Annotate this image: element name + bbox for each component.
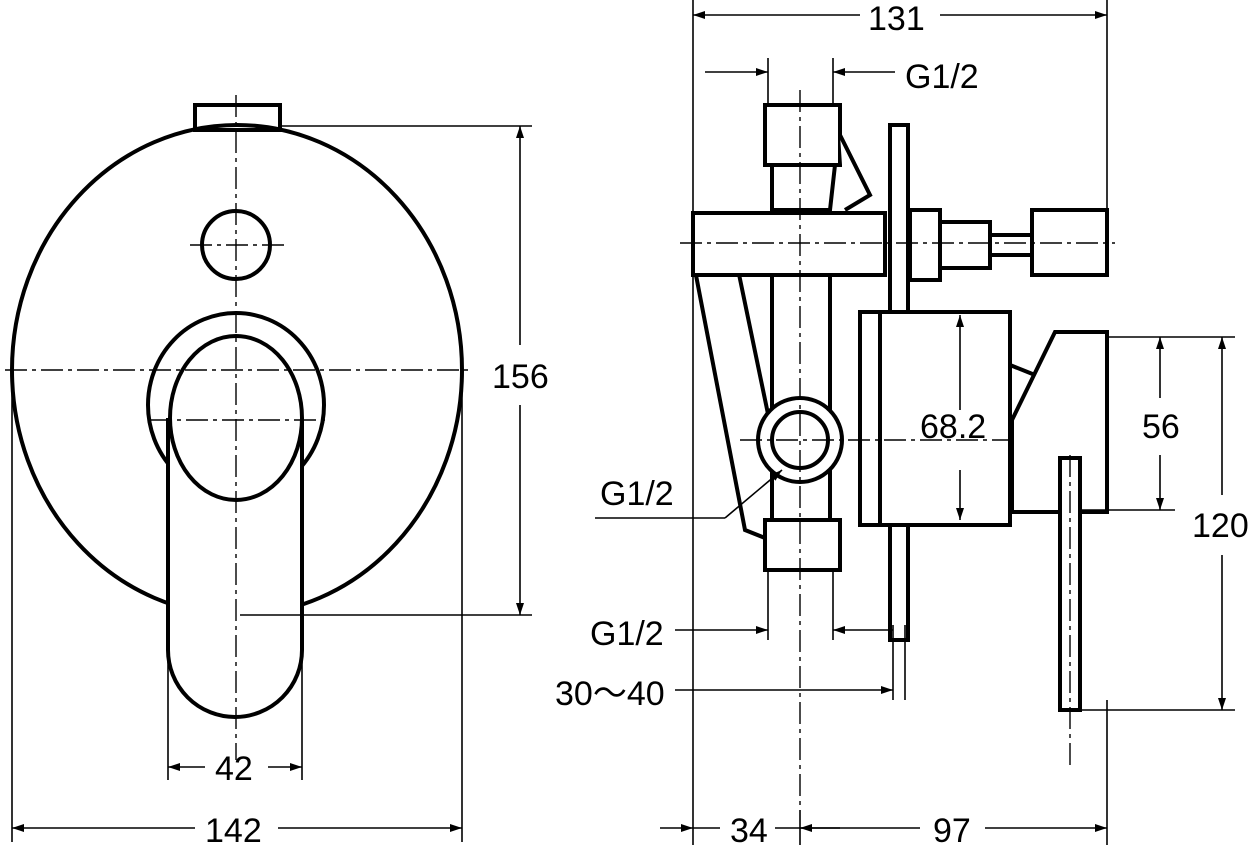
overall-depth-dimension: 131 [868,0,925,38]
depth-a-dimension: 34 [730,812,768,845]
handle-lever [166,418,304,719]
outlet-spindle [938,220,992,270]
valve-body-pipe [691,211,887,277]
depth-b-dimension: 97 [933,812,971,845]
bottom-thread-dimension: G1/2 [590,615,664,653]
side-view: 131 G1/2 G1/2 [555,0,1249,845]
side-thread-dimension: G1/2 [600,475,674,513]
bottom-fitting [763,518,842,572]
lever-height-dimension: 56 [1142,408,1180,446]
cartridge-dimension: 68.2 [920,408,986,446]
front-height-dimension: 156 [492,358,549,396]
lever-length-dimension: 120 [1192,507,1249,545]
cartridge-housing [858,310,1012,527]
top-thread-dimension: G1/2 [905,58,979,96]
front-view: 156 42 142 [5,95,549,845]
handle-width-dimension: 42 [215,750,253,788]
outlet-nut [908,208,942,282]
front-width-dimension: 142 [205,812,262,845]
wall-range-dimension: 30～40 [555,675,665,713]
top-fitting [763,103,842,167]
top-fitting-neck [770,134,873,212]
